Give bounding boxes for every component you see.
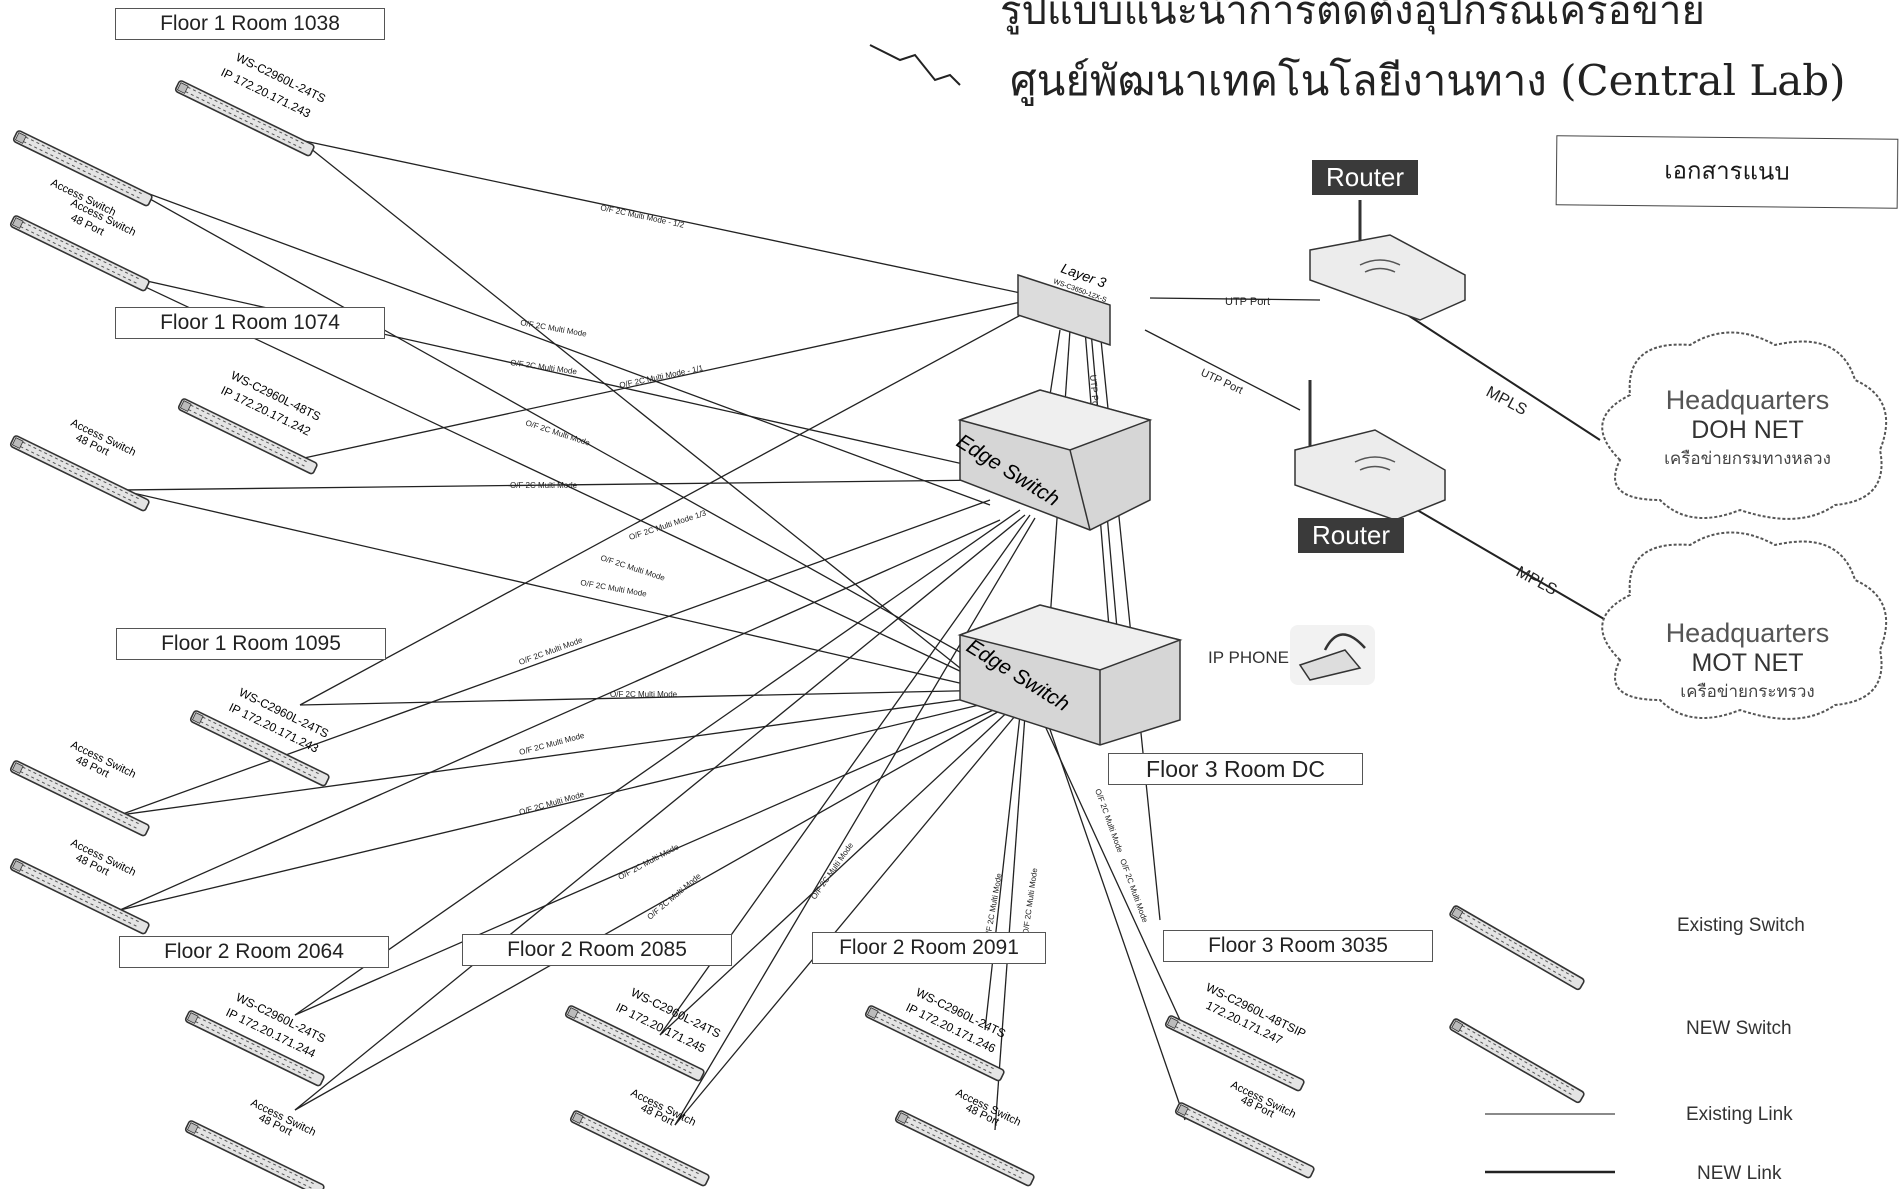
room-3035-label: Floor 3 Room 3035 [1163,930,1433,962]
scribble-mark [869,44,961,86]
cloud-mot-line2: MOT NET [1691,649,1804,677]
link-label: O/F 2C Multi Mode - 1/2 [600,203,686,230]
annex-label: เอกสารแนบ [1555,135,1899,209]
cloud-mot-net [1601,531,1888,720]
router-upper-label: Router [1312,160,1419,195]
room-2085-label: Floor 2 Room 2085 [462,934,732,966]
room-1074-label: Floor 1 Room 1074 [115,307,385,339]
link-label: O/F 2C Multi Mode [646,871,704,921]
link-label: MPLS [1513,564,1559,599]
link-label: O/F 2C Multi Mode [1093,788,1125,855]
link-label: O/F 2C Multi Mode [510,358,578,376]
switch-2091: WS-C2960L-24TS IP 172.20.171.246 [863,985,1008,1083]
room-1095-label: Floor 1 Room 1095 [116,628,386,660]
access-switch-2064: Access Switch 48 Port [183,1097,326,1189]
switch-2064: WS-C2960L-24TS IP 172.20.171.244 [183,990,328,1088]
legend-new-switch: NEW Switch [1686,1018,1792,1039]
switch-1038: WS-C2960L-24TS IP 172.20.171.243 [173,50,328,158]
link-label: O/F 2C Multi Mode [809,841,855,902]
ip-phone-label: IP PHONE [1208,648,1289,667]
router-lower-icon [1294,380,1446,521]
link-label: O/F 2C Multi Mode 1/3 [628,508,708,542]
cloud-doh-text: Headquarters DOH NET เครือข่ายกรมทางหลวง [1615,385,1880,472]
link-label: O/F 2C Multi Mode [510,481,578,490]
edge-switch-upper: Edge Switch [952,389,1153,531]
router-lower-label: Router [1298,518,1405,553]
cloud-mot-line3: เครือข่ายกระทรวง [1680,682,1815,701]
page-title: รูปแบบแนะนำการติดตั้งอุปกรณ์เครือข่าย [1000,0,1705,34]
link-label: O/F 2C Multi Mode [599,553,666,582]
layer3-core-switch: Layer 3 WS-C3650-12X-S [1017,260,1111,347]
link-label: O/F 2C Multi Mode [1021,867,1039,935]
link-label: O/F 2C Multi Mode [518,790,586,817]
link-label: O/F 2C Multi Mode [524,418,591,447]
link-label: UTP Port [1088,374,1101,412]
cloud-doh-line2: DOH NET [1691,416,1804,444]
link-label: O/F 2C Multi Mode [1118,858,1150,925]
switch-2085: WS-C2960L-24TS IP 172.20.171.245 [563,985,723,1083]
access-switch-1074: Access Switch 48 Port [8,417,151,513]
fiber-links [119,139,1641,1131]
room-dc-label: Floor 3 Room DC [1108,753,1363,785]
access-switch-1095b: Access Switch 48 Port [8,837,151,936]
legend-new-switch-icon [1448,1017,1586,1105]
link-label: O/F 2C Multi Mode [610,690,678,699]
room-2064-label: Floor 2 Room 2064 [119,936,389,968]
legend-new-link: NEW Link [1697,1163,1782,1184]
legend-existing-switch-icon [1448,904,1586,992]
cloud-doh-line1: Headquarters [1665,385,1830,415]
link-label: O/F 2C Multi Mode [580,578,648,599]
access-switch-1038b: Access Switch 48 Port [8,197,151,293]
room-1038-label: Floor 1 Room 1038 [115,8,385,40]
ip-phone-icon [1290,625,1375,685]
link-label: UTP Port [1199,367,1245,397]
link-label: O/F 2C Multi Mode [520,318,588,339]
room-2091-label: Floor 2 Room 2091 [812,932,1046,964]
cloud-doh-line3: เครือข่ายกรมทางหลวง [1664,449,1831,468]
switch-3035: WS-C2960L-48TSIP 172.20.171.247 [1163,980,1308,1093]
router-upper-icon [1309,200,1466,321]
legend-existing-link: Existing Link [1686,1104,1793,1125]
link-label: O/F 2C Multi Mode [617,842,681,882]
access-switch-1095a: Access Switch 48 Port [8,739,151,838]
link-label: UTP Port [1225,296,1270,308]
link-label: O/F 2C Multi Mode - 1/1 [619,363,705,390]
link-label: O/F 2C Multi Mode [983,872,1004,940]
page-subtitle: ศูนย์พัฒนาเทคโนโลยีงานทาง (Central Lab) [1010,56,1846,105]
access-switch-3035: Access Switch 48 Port [1173,1079,1316,1180]
cloud-mot-line1: Headquarters [1665,618,1830,648]
edge-switch-lower: Edge Switch [957,604,1183,746]
cloud-mot-text: Headquarters MOT NET เครือข่ายกระทรวง [1615,618,1880,705]
switch-1074: WS-C2960L-48TS IP 172.20.171.242 [176,368,323,476]
legend-existing-switch: Existing Switch [1677,915,1805,936]
access-switch-2091: Access Switch 48 Port [893,1087,1036,1188]
cloud-doh-net [1601,331,1888,520]
